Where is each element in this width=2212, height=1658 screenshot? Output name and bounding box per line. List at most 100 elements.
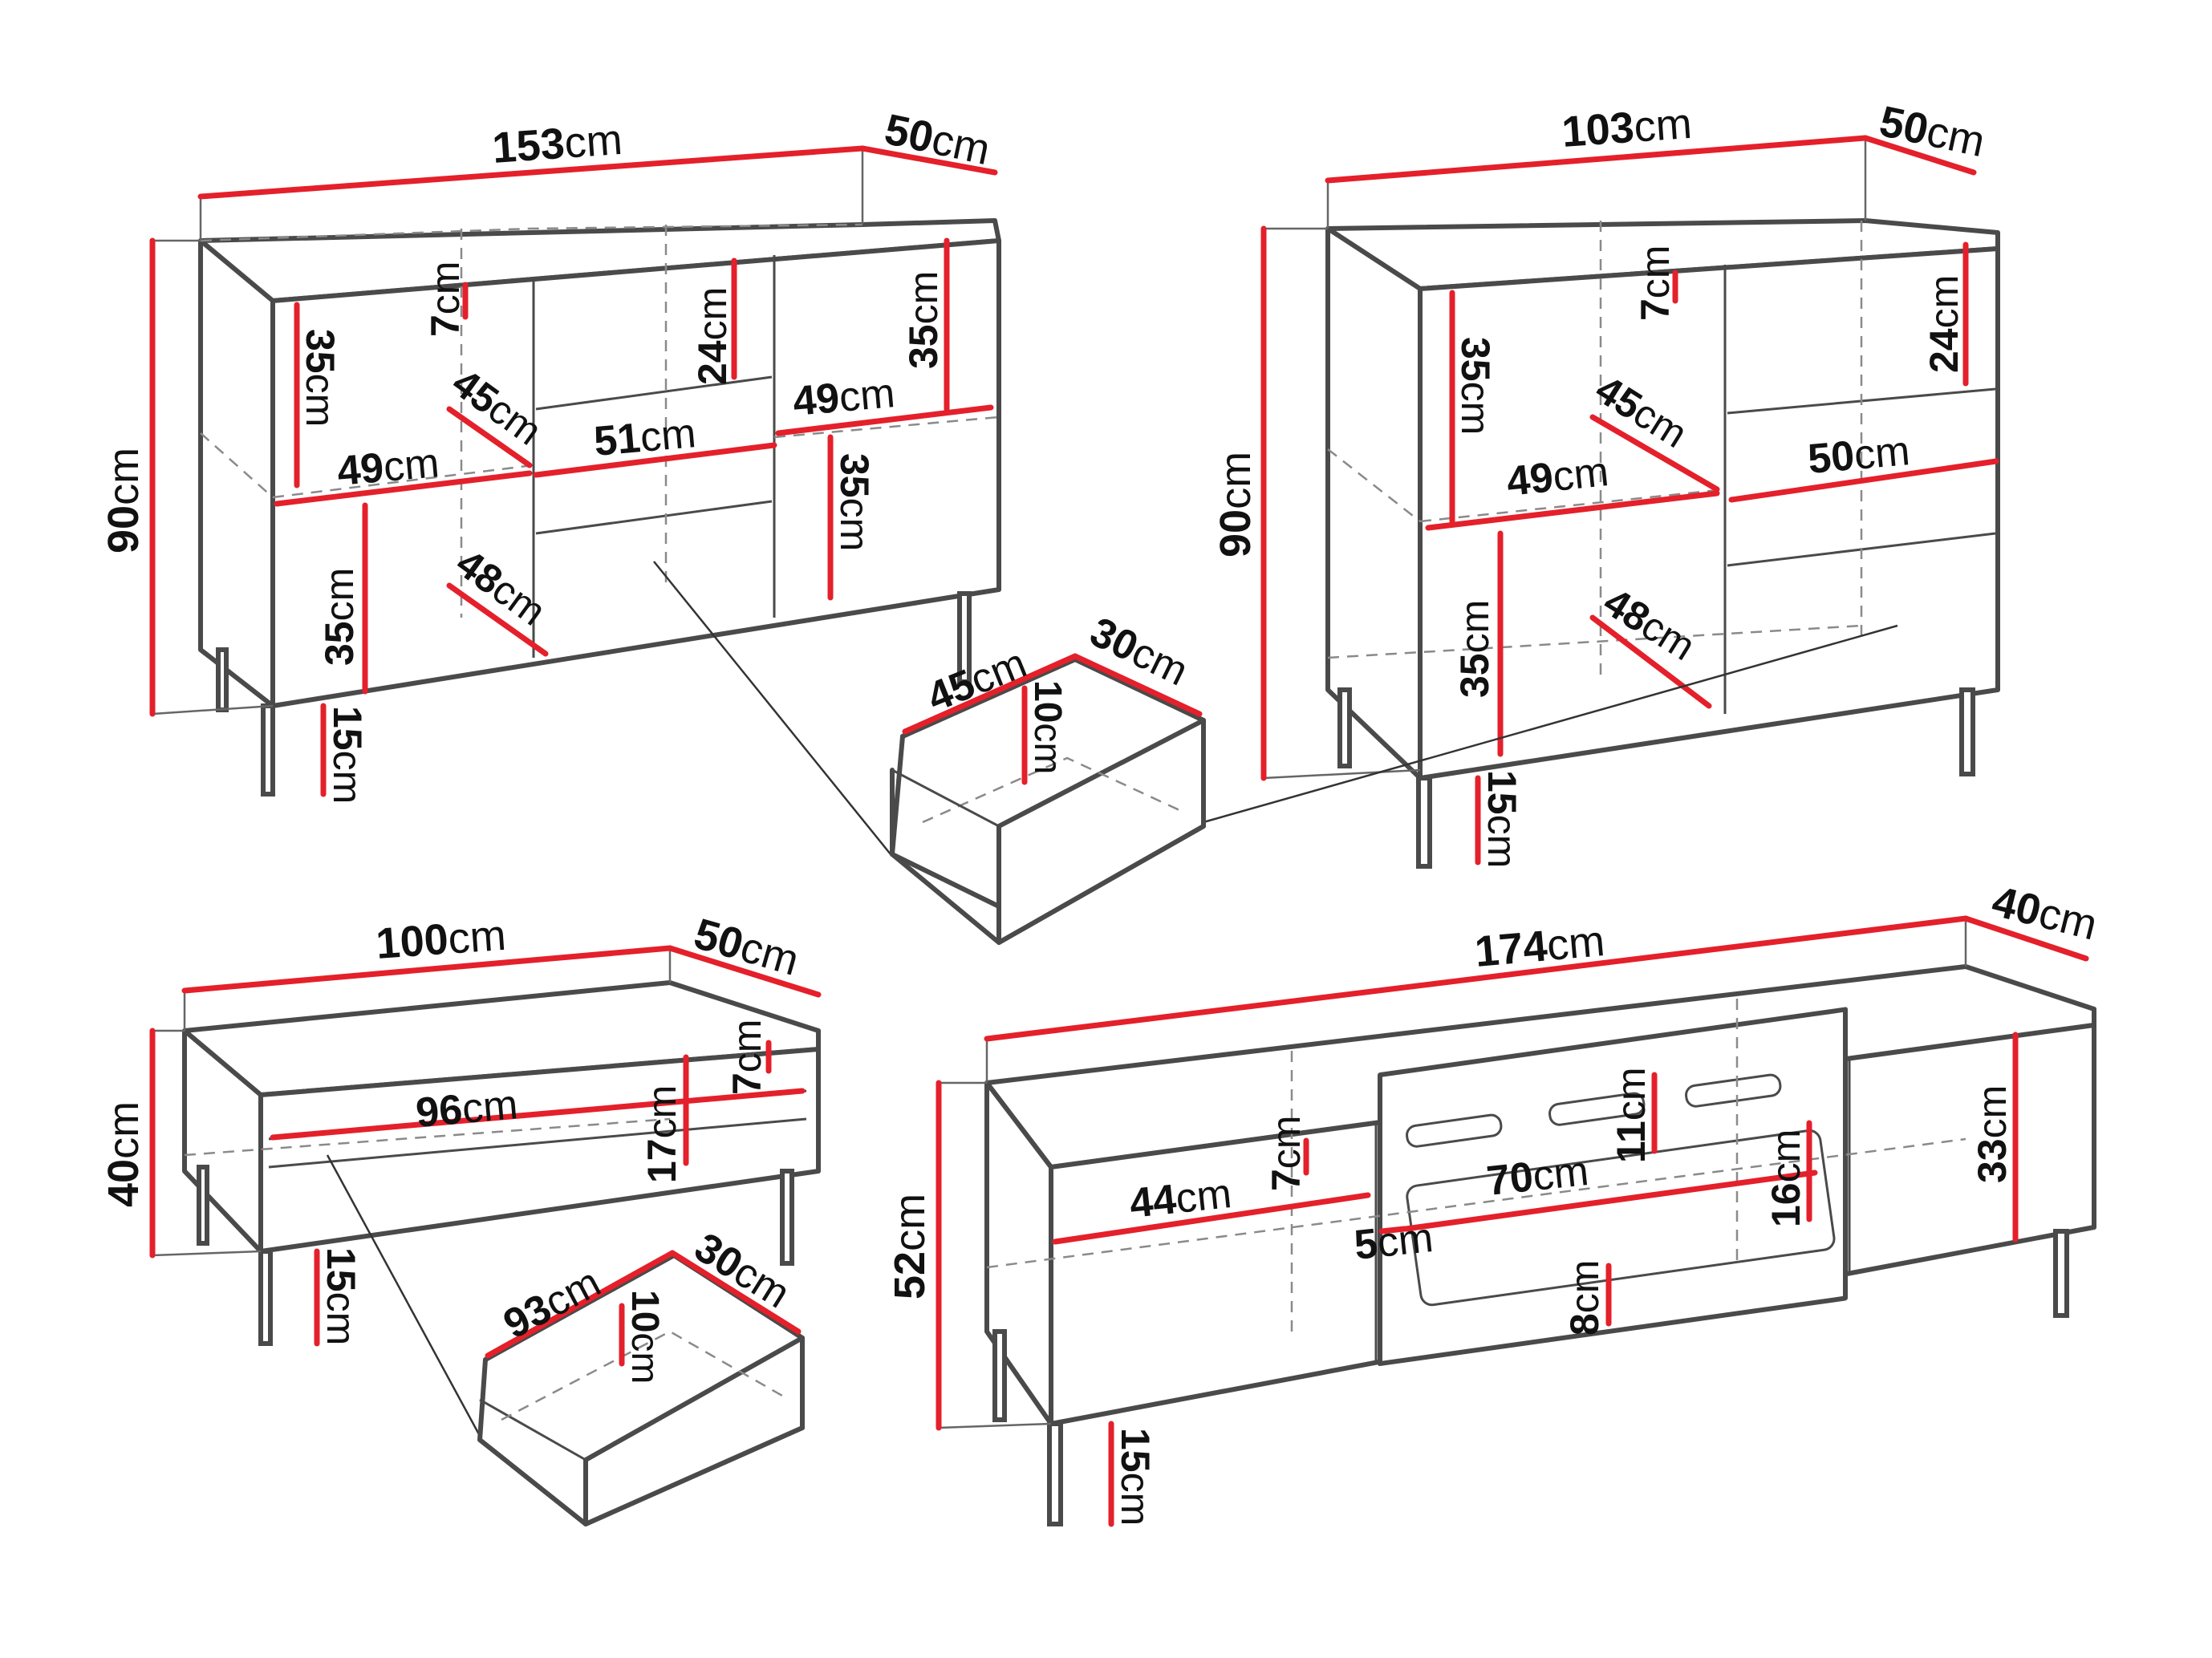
sideboard-153-hidden-shelf [272, 464, 534, 499]
sideboard-103-front [1418, 246, 2000, 780]
coffee-table-drawer-bottom [268, 1117, 807, 1169]
sideboard-103-ext-d [1263, 768, 1421, 780]
sideboard-153-left-lower-label: 35cm [317, 568, 362, 666]
sideboard-103-depth-label: 50cm [1876, 97, 1990, 166]
drawer-large-front [996, 718, 1206, 945]
tv-stand-opening-line [1402, 1170, 1818, 1232]
coffee-table-leg-bl [197, 1165, 209, 1246]
tv-stand-height-label: 52cm [886, 1194, 934, 1299]
tv-stand-left-width-label: 44cm [1127, 1170, 1234, 1227]
drawer-small-side-top [479, 1398, 586, 1461]
coffee-table-drawer-height-label: 17cm [639, 1085, 684, 1183]
sideboard-153-depth-label: 50cm [881, 105, 995, 174]
sideboard-103-width-line [1325, 135, 1869, 184]
tv-stand-shelf-right-label: 33cm [1970, 1085, 2015, 1183]
tv-stand-leg-bl [992, 1329, 1007, 1422]
sideboard-153-right-upper-label: 35cm [901, 271, 946, 369]
sideboard-103-leg-fr [1959, 687, 1975, 776]
coffee-table-100: 100cm 50cm 40cm 15cm 96cm 17cm 7cm [99, 910, 822, 1437]
tv-stand-panel-label: 16cm [1764, 1129, 1808, 1227]
sideboard-153-left-width-label: 49cm [335, 440, 441, 495]
tv-stand-opening-label: 70cm [1484, 1148, 1591, 1205]
drawer-small-height-label: 10cm [623, 1290, 666, 1384]
tv-stand-opening [1406, 1129, 1836, 1307]
tv-stand-gap-side-line [1378, 1226, 1407, 1234]
coffee-table-legs-label: 15cm [319, 1247, 363, 1345]
sideboard-103-depth-lower-line [1589, 614, 1712, 709]
sideboard-153-height-label: 90cm [99, 448, 148, 553]
drawer-large-width-line [902, 653, 1078, 735]
sideboard-103-drawer-leader [1203, 624, 1898, 824]
sideboard-103-depth-line [1862, 135, 1977, 176]
coffee-table-hidden-floor [184, 1117, 671, 1157]
coffee-table-leg-fl [258, 1249, 273, 1346]
drawer-large-left [890, 768, 1001, 909]
tv-stand-hidden-back [986, 1137, 1966, 1269]
drawer-small-depth-line [669, 1250, 802, 1335]
sideboard-153-ext-d [152, 704, 274, 715]
tv-stand-leg-fl [1047, 1421, 1063, 1526]
tv-stand-center-panel [1378, 1007, 1848, 1367]
sideboard-103-hidden-back [1327, 448, 1421, 522]
sideboard-153-rail-label: 7cm [423, 261, 468, 337]
sideboard-153-leg-bl [216, 647, 229, 712]
sideboard-103-left-width-label: 49cm [1504, 448, 1611, 505]
tv-stand-slot-3 [1685, 1073, 1782, 1108]
sideboard-103-left-upper-label: 35cm [1453, 337, 1498, 435]
sideboard-153-left-upper-label: 35cm [298, 329, 343, 427]
sideboard-103-rail-label: 7cm [1633, 245, 1678, 321]
tv-stand-slot-label: 11cm [1609, 1067, 1654, 1163]
tv-stand-width-label: 174cm [1473, 917, 1607, 976]
tv-stand-gap-bottom-label: 8cm [1562, 1260, 1607, 1336]
sideboard-153-width-line [197, 145, 866, 200]
tv-stand-left-width-line [1052, 1192, 1371, 1245]
sideboard-153-drawer-width-label: 51cm [592, 410, 698, 465]
tv-stand-width-line [984, 915, 1969, 1042]
sideboard-103-drawer-width-label: 50cm [1806, 428, 1912, 483]
coffee-table-width-label: 100cm [375, 911, 508, 968]
tv-stand-depth-line [1962, 915, 2089, 962]
drawer-detail-large: 45cm 30cm 10cm [890, 609, 1206, 945]
tv-stand-174: 174cm 40cm 52cm 15cm 44cm 7cm 70cm 11cm … [886, 877, 2102, 1527]
sideboard-153-right-width-line [775, 404, 994, 436]
sideboard-153-left-width-line [274, 470, 533, 507]
sideboard-103-leg-bl [1337, 687, 1352, 768]
sideboard-153: 153cm 50cm 90cm 15cm 7cm 35cm 49cm 45cm … [99, 105, 1001, 855]
coffee-table-leg-fr [780, 1169, 794, 1266]
sideboard-153-mid-rail-label: 24cm [690, 287, 735, 385]
coffee-table-width-line [181, 945, 673, 994]
drawer-large-back [900, 657, 1206, 739]
sideboard-103-drawer-height-label: 24cm [1922, 275, 1966, 373]
sideboard-153-leg-fr [957, 591, 972, 684]
sideboard-153-right-width-label: 49cm [791, 370, 897, 425]
sideboard-153-depth-upper-line [446, 406, 533, 468]
drawer-large-height-label: 10cm [1026, 680, 1069, 774]
tv-stand-gap-side-label: 5cm [1352, 1214, 1435, 1269]
sideboard-103-drawer-width-line [1728, 458, 1999, 503]
sideboard-153-drawer-width-line [533, 442, 777, 478]
drawer-small-floor [501, 1330, 783, 1421]
sideboard-153-right-lower-label: 35cm [832, 453, 877, 551]
sideboard-153-hidden-back-mid [200, 432, 274, 498]
tv-stand-leg-fr [2053, 1229, 2069, 1318]
sideboard-153-legs-label: 15cm [325, 706, 370, 804]
drawer-small-width-line [485, 1250, 676, 1359]
coffee-table-drawer-width-line [270, 1088, 806, 1141]
tv-stand-slot-1 [1406, 1113, 1503, 1148]
sideboard-103-legs-label: 15cm [1479, 770, 1524, 868]
sideboard-103-left-lower-label: 35cm [1452, 600, 1497, 698]
sideboard-103: 103cm 50cm 90cm 15cm 7cm 35cm 49cm 45cm … [1203, 97, 2000, 869]
sideboard-103-leg-fl [1416, 776, 1432, 869]
tv-stand-depth-label: 40cm [1987, 877, 2102, 949]
sideboard-153-leg-fl [261, 703, 275, 797]
drawer-detail-small: 93cm 30cm 10cm [477, 1224, 805, 1526]
drawer-large-floor [922, 756, 1180, 824]
sideboard-153-width-label: 153cm [491, 116, 624, 172]
sideboard-103-height-label: 90cm [1212, 452, 1260, 557]
sideboard-103-left-width-line [1425, 490, 1720, 531]
sideboard-153-hidden-back-top [200, 223, 863, 242]
coffee-table-drawer-width-label: 96cm [414, 1081, 520, 1137]
sideboard-153-drawer-top [535, 375, 773, 411]
sideboard-103-hidden-shelf [1419, 488, 1726, 523]
